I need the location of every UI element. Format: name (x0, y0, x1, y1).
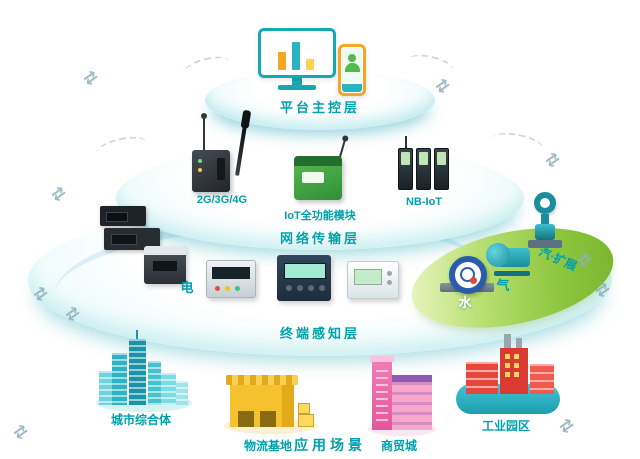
network-layer-label: 网络传输层 (279, 231, 361, 246)
user-avatar-icon (348, 54, 356, 62)
warehouse-door (238, 411, 254, 427)
dashed-arc-decoration (490, 128, 546, 160)
chart-bar-icon (306, 59, 314, 70)
terminal-layer-label: 终端感知层 (279, 326, 361, 341)
transfer-arrows-icon: ⇄ (431, 73, 455, 99)
cargo-box (298, 414, 314, 427)
nb-iot-module (416, 148, 431, 190)
mall-awning (392, 375, 432, 382)
antenna-icon (235, 112, 249, 176)
flow-meter-icon (526, 192, 564, 252)
flow-meter-base (528, 240, 562, 248)
pump-head (486, 243, 510, 267)
monitor-stand (278, 85, 316, 90)
meter-label-water: 水 (458, 295, 472, 310)
logistics-base-icon (224, 358, 318, 434)
factory-building (500, 348, 528, 394)
dashed-arc-decoration (406, 50, 456, 80)
transfer-arrows-icon: ⇄ (79, 65, 103, 91)
factory-building (530, 364, 554, 394)
nb-iot-module (398, 148, 413, 190)
scene-label-city-complex: 城市综合体 (110, 413, 172, 427)
flow-meter-neck (541, 214, 549, 226)
iot-module-icon (291, 138, 351, 202)
skyscraper (161, 373, 176, 405)
mall-tower (370, 356, 394, 430)
device-label-nb-iot: NB-IoT (405, 196, 443, 208)
electric-meter-icon (347, 261, 399, 299)
flow-meter-body (535, 224, 555, 240)
antenna-icon (405, 136, 407, 150)
electric-meter-icon (206, 260, 256, 298)
device-label-iot-module: IoT全功能模块 (284, 210, 356, 222)
nb-iot-modules-icon (398, 136, 450, 194)
dashed-arc-decoration (182, 52, 232, 82)
spire (136, 330, 138, 339)
city-complex-icon (96, 330, 192, 412)
dtu-body (192, 150, 230, 192)
mall-body (392, 382, 432, 430)
meter-label-electric: 电 (180, 280, 194, 295)
transfer-arrows-icon: ⇄ (541, 147, 565, 173)
application-layer-label: 应用场景 (294, 437, 366, 453)
monitor-neck (292, 78, 302, 85)
user-avatar-icon (345, 63, 360, 72)
iot-module-body (294, 156, 342, 200)
chart-bar-icon (292, 42, 300, 70)
skyscraper (99, 371, 112, 405)
power-instrument-icon (100, 206, 146, 226)
industrial-park-icon (452, 332, 564, 416)
electric-meter-icon (144, 246, 186, 284)
skyscraper (148, 361, 161, 405)
trade-mall-icon (368, 352, 436, 436)
scene-label-trade-mall: 商贸城 (380, 439, 418, 453)
pump-foot (494, 271, 530, 276)
warehouse-roof (226, 375, 298, 385)
skyscraper (129, 339, 146, 405)
chart-bar-icon (278, 52, 286, 70)
monitor-screen (258, 28, 336, 78)
transfer-arrows-icon: ⇄ (9, 419, 33, 445)
smartphone-icon (338, 44, 366, 96)
desktop-monitor-icon (258, 28, 336, 90)
scene-label-logistics-base: 物流基地 (243, 439, 293, 453)
gas-pump-icon (486, 240, 532, 276)
factory-building (466, 362, 498, 394)
flow-meter-gauge (534, 192, 556, 214)
skyscraper (176, 381, 188, 405)
device-label-2g3g4g: 2G/3G/4G (196, 194, 248, 206)
chimney (504, 334, 511, 348)
nb-iot-module (434, 148, 449, 190)
chimney (516, 338, 522, 348)
water-meter-icon (440, 256, 494, 302)
scene-label-industrial-park: 工业园区 (481, 419, 531, 433)
phone-home-bar (342, 84, 362, 92)
water-meter-dial (449, 256, 487, 294)
power-instrument-icon (104, 228, 160, 250)
transfer-arrows-icon: ⇄ (555, 413, 579, 439)
platform-layer-label: 平台主控层 (279, 100, 361, 115)
meter-label-gas: 气 (496, 278, 510, 293)
antenna-icon (201, 113, 207, 152)
electric-meter-icon (277, 255, 331, 301)
cargo-box (298, 403, 310, 414)
warehouse-door (260, 411, 276, 427)
dtu-2g3g4g-device-icon (192, 112, 256, 194)
transfer-arrows-icon: ⇄ (47, 181, 71, 207)
dashed-arc-decoration (94, 132, 150, 164)
skyscraper (112, 353, 127, 405)
